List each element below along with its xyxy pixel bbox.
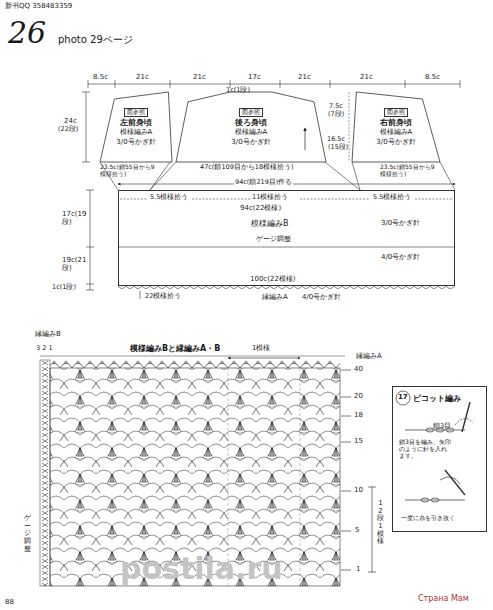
dimension-label: 5.5模様拾う (373, 194, 411, 201)
dimension-label: 縁編みA (262, 293, 288, 301)
node-heading: 図参照 (384, 108, 408, 117)
node-heading: 図参照 (124, 108, 148, 117)
node-text: 鎖3目を編み、矢印のように針を入れます。 (399, 439, 451, 460)
dimension-label: 21c (136, 73, 149, 81)
dimension-label: 23.5c(鎖55目から9模様拾う) (100, 164, 160, 178)
node-text: 鎖3目 (433, 423, 451, 430)
dimension-label: 5 (355, 526, 359, 534)
dimension-label: (15段) (328, 144, 348, 151)
dimension-label: (22段) (58, 126, 78, 133)
yoke-panel: 図参照右前身頃模様編みA 3/0号かぎ針 (352, 92, 440, 162)
dimension-label: 12段1模様 (377, 500, 384, 546)
dimension-label: 1 (356, 565, 360, 573)
dimension-label: 20 (354, 392, 363, 400)
dimension-label: 94c(鎖219目)作る (234, 179, 293, 186)
dimension-label: Страна Мам (418, 594, 469, 603)
node-text: ゲージ調整 (256, 235, 291, 243)
node-text: 3/0号かぎ針 (381, 219, 420, 227)
dimension-label: 5.5模様拾う (150, 194, 188, 201)
dimension-label: 縁編みB (35, 330, 61, 338)
dimension-label: 7.5c (329, 103, 343, 110)
node-text: 模様編みA (380, 128, 413, 136)
dimension-label: 26 (8, 16, 46, 51)
dimension-label: 17 (398, 393, 408, 401)
body-panel: 模様編みB 3/0号かぎ針ゲージ調整 4/0号かぎ針 (118, 190, 455, 286)
dimension-label: 縁編みA (356, 352, 382, 360)
dimension-label: 17c(19段) (62, 210, 88, 226)
node-heading: 図参照 (239, 108, 263, 117)
node-text: 3/0号かぎ針 (116, 138, 155, 146)
dimension-label: 3 2 1 (36, 345, 53, 352)
dimension-label: 24c (64, 117, 77, 125)
dimension-label: 1模様 (252, 344, 270, 352)
dimension-label: 1c(1段) (226, 87, 250, 94)
dimension-label: 21c (360, 73, 373, 81)
dimension-label: 21c (298, 73, 311, 81)
dimension-label: 1c(1段) (52, 284, 76, 291)
dimension-label: 19c(21段) (62, 256, 88, 272)
dimension-label: 40 (354, 365, 363, 373)
node-heading: 模様編みBと縁編みA・B (130, 344, 220, 353)
dimension-label: 15 (354, 437, 363, 445)
node-text: 左前身頃 (120, 118, 152, 127)
dimension-label: 4/0号かぎ針 (302, 293, 341, 301)
panel-shape (100, 92, 172, 162)
dimension-label: 21c (193, 73, 206, 81)
dimension-label: 23.5c(鎖55目から9模様拾う) (380, 164, 440, 178)
dimension-label: 11模様拾う (252, 194, 288, 201)
node-text: 後ろ身頃 (235, 118, 267, 127)
dimension-label: 8.5c (93, 73, 108, 81)
dimension-label: 18 (354, 411, 363, 419)
dimension-label: photo 29ページ (58, 34, 133, 46)
dimension-label: 22模様拾う (145, 293, 181, 300)
panel-shape (176, 92, 326, 162)
node-heading: 模様編みB (251, 219, 289, 228)
node-text: 模様編みA (235, 128, 268, 136)
dimension-label: 17c (248, 73, 261, 81)
node-text: 3/0号かぎ針 (231, 138, 270, 146)
picot-box: ピコット編み鎖3目鎖3目を編み、矢印のように針を入れます。一度に糸を引き抜く (392, 386, 487, 532)
node-heading: ピコット編み (413, 394, 461, 403)
yoke-panel: 図参照後ろ身頃模様編みA 3/0号かぎ針 (176, 92, 326, 162)
dimension-label: (7段) (328, 111, 344, 118)
dimension-label: 88 (5, 598, 14, 606)
dimension-label: 10 (354, 486, 363, 494)
dimension-label: 47c(鎖109目から18模様拾う) (200, 164, 294, 171)
node-text: 4/0号かぎ針 (381, 253, 420, 261)
node-text: 右前身頃 (380, 118, 412, 127)
dimension-label: postila.ru (120, 552, 283, 587)
panel-shape (352, 92, 440, 162)
dimension-label: 94c(22模様) (240, 204, 281, 212)
node-text: 模様編みA (120, 128, 153, 136)
dimension-label: 8.5c (425, 73, 440, 81)
dimension-label: 新书QQ 358483359 (5, 2, 72, 10)
stitch-chart: 模様編みBと縁編みA・B (40, 360, 345, 586)
dimension-label: 16.5c (327, 136, 345, 143)
dimension-label: ゲージ調整 (24, 515, 31, 553)
node-text: 一度に糸を引き抜く (401, 515, 481, 522)
yoke-panel: 図参照左前身頃模様編みA 3/0号かぎ針 (100, 92, 172, 162)
node-text: 3/0号かぎ針 (376, 138, 415, 146)
dimension-label: 100c(22模様) (250, 275, 296, 283)
